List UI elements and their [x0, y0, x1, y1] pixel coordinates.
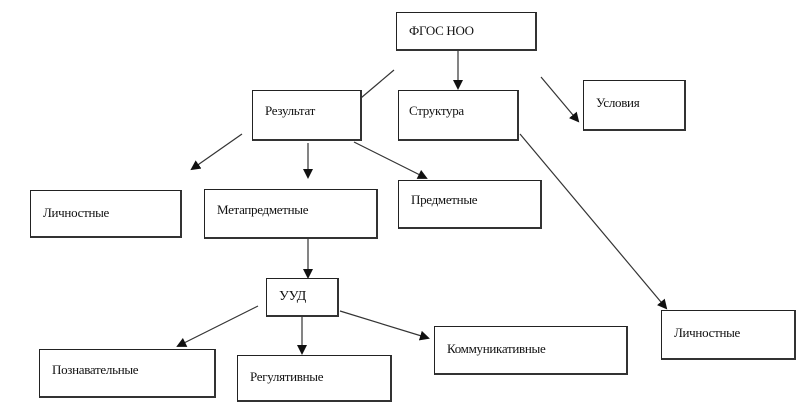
node-uud: УУД — [266, 278, 339, 317]
node-label: Коммуникативные — [447, 341, 546, 356]
arrow-structure-personal — [519, 133, 668, 310]
arrow-uud-cognitive — [176, 305, 259, 347]
node-subject: Предметные — [398, 180, 542, 229]
node-personal: Личностные — [30, 190, 182, 238]
node-label: Личностные — [674, 325, 741, 340]
node-label: Регулятивные — [250, 369, 324, 384]
node-label: Личностные — [43, 205, 110, 220]
node-label: УУД — [279, 289, 307, 304]
node-label: Условия — [596, 95, 640, 110]
node-communicative: Коммуникативные — [434, 326, 628, 375]
node-metasubject: Метапредметные — [204, 189, 378, 239]
node-regulatory: Регулятивные — [237, 355, 392, 402]
node-label: Структура — [409, 103, 464, 118]
node-label: Познавательные — [52, 362, 139, 377]
node-label: Результат — [265, 103, 315, 118]
arrow-result-personal — [190, 133, 243, 171]
arrow-result-subject — [353, 141, 428, 179]
node-cognitive: Познавательные — [39, 349, 216, 398]
node-structure: Структура — [398, 90, 519, 141]
node-structure-personal: Личностные — [661, 310, 796, 360]
node-result: Результат — [252, 90, 362, 141]
arrow-root-conditions — [540, 76, 580, 123]
node-label: Предметные — [411, 192, 478, 207]
node-conditions: Условия — [583, 80, 686, 131]
node-label: ФГОС НОО — [409, 23, 474, 38]
node-label: Метапредметные — [217, 202, 309, 217]
node-root: ФГОС НОО — [396, 12, 537, 51]
arrow-uud-communicative — [339, 310, 430, 341]
